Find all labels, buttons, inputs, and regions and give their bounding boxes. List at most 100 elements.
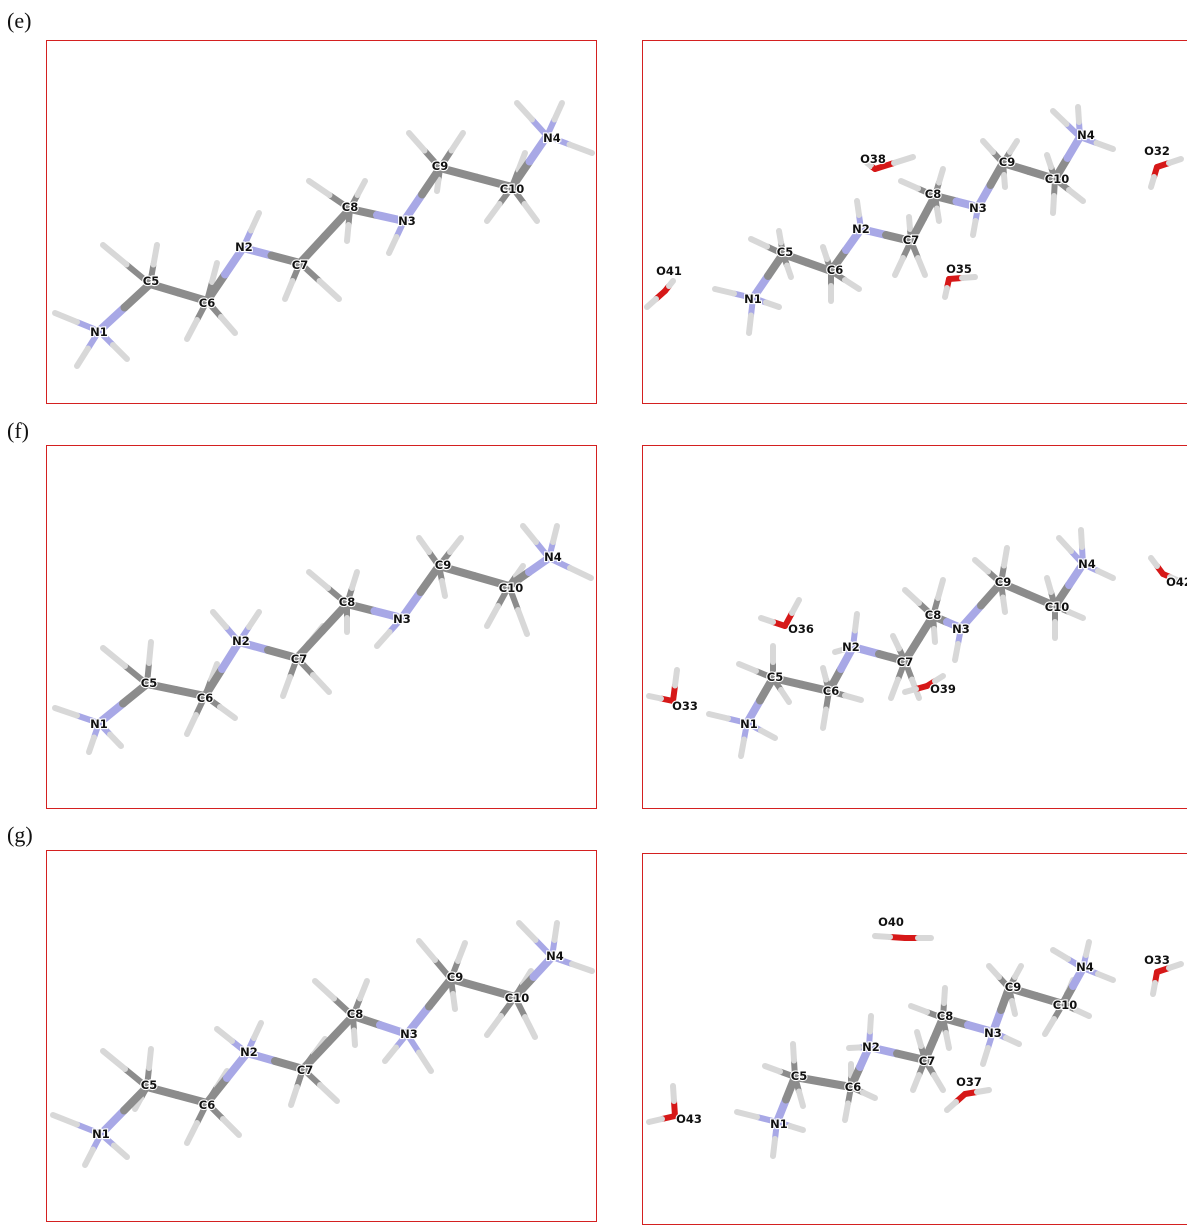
hydrogen-bond-stick <box>246 609 262 630</box>
backbone-bond <box>343 600 379 615</box>
hydrogen-bond-stick <box>551 920 560 943</box>
row-label-e: (e) <box>7 8 32 33</box>
hydrogen-bond-stick <box>100 242 130 268</box>
atom-label-n4: N4 <box>546 949 564 963</box>
atom-label-n3: N3 <box>398 214 416 228</box>
hydrogen-bond-stick <box>551 100 565 123</box>
hydrogen-bond-stick <box>282 278 296 302</box>
backbone-bond <box>529 953 556 981</box>
hydrogen-bond-stick <box>1007 138 1020 155</box>
hydrogen-bond-stick <box>288 1084 300 1108</box>
backbone-bond <box>764 250 787 280</box>
molecule-drawing: N1C5C6N2C7C8N3C9C10N4O33O36O39O42 <box>646 527 1187 759</box>
backbone-bond <box>875 650 909 665</box>
hydrogen-bond-stick <box>1093 140 1116 152</box>
hydrogen-bond-stick <box>513 563 526 579</box>
atom-label-c8: C8 <box>339 595 355 609</box>
atom-label-c9: C9 <box>1005 980 1021 994</box>
backbone-bond <box>769 674 805 689</box>
hydrogen-bond-stick <box>357 978 370 1002</box>
backbone-bond <box>203 1074 231 1107</box>
water-bond <box>974 1087 992 1095</box>
backbone-bond <box>201 665 226 700</box>
water-label-o33: O33 <box>672 699 698 713</box>
backbone-bond <box>782 1073 799 1104</box>
hydrogen-bond-stick <box>306 178 333 198</box>
atom-label-n2: N2 <box>240 1045 258 1059</box>
hydrogen-bond-stick <box>712 286 737 297</box>
backbone-bond <box>349 1012 384 1029</box>
hydrogen-bond-stick <box>515 150 528 173</box>
hydrogen-bond-stick <box>74 345 91 369</box>
backbone-bond <box>939 1014 972 1029</box>
hydrogen-bond-stick <box>1001 172 1008 190</box>
water-label-o32: O32 <box>1144 144 1170 158</box>
backbone-bond <box>235 638 272 654</box>
atom-label-c7: C7 <box>903 233 919 247</box>
hydrogen-bond-stick <box>914 1029 924 1049</box>
atom-label-n3: N3 <box>952 622 970 636</box>
hydrogen-bond-stick <box>416 535 432 555</box>
hydrogen-bond-stick <box>898 178 921 192</box>
hydrogen-bond-stick <box>484 1013 504 1038</box>
backbone-bond <box>977 579 1005 610</box>
backbone-bond <box>120 280 154 312</box>
hydrogen-bond-stick <box>569 961 595 974</box>
hydrogen-bond-stick <box>100 1048 128 1072</box>
water-bond <box>666 278 676 289</box>
atom-label-n3: N3 <box>400 1027 418 1041</box>
backbone-bond <box>797 680 833 695</box>
hydrogen-bond-stick <box>784 262 794 280</box>
hydrogen-bond-stick <box>908 1003 930 1015</box>
hydrogen-bond-stick <box>935 577 946 601</box>
water-bond <box>1166 156 1184 166</box>
hydrogen-bond-stick <box>514 100 535 123</box>
hydrogen-bond-stick <box>1044 152 1054 170</box>
backbone-bond <box>299 1038 332 1073</box>
backbone-bond <box>1051 154 1072 183</box>
hydrogen-bond-stick <box>820 706 829 731</box>
atom-label-c9: C9 <box>432 159 448 173</box>
backbone-bond <box>218 638 243 673</box>
backbone-bond <box>416 562 443 596</box>
atom-label-c6: C6 <box>827 263 843 277</box>
hydrogen-bond-stick <box>706 711 731 722</box>
hydrogen-bond-stick <box>986 963 1002 980</box>
hydrogen-bond-stick <box>325 585 350 607</box>
backbone-bond <box>264 646 301 662</box>
backbone-bond <box>418 164 444 199</box>
hydrogen-bond-stick <box>326 192 353 212</box>
hydrogen-bond-stick <box>1095 971 1116 983</box>
backbone-bond <box>825 665 845 695</box>
backbone-bond <box>1063 133 1084 162</box>
backbone-bond <box>882 231 915 245</box>
hydrogen-bond-stick <box>208 661 220 683</box>
row-label-f: (f) <box>7 418 29 443</box>
hydrogen-bond-stick <box>297 260 323 284</box>
hydrogen-bond-stick <box>1044 575 1054 595</box>
backbone-bond <box>243 1049 279 1065</box>
atom-label-c8: C8 <box>347 1007 363 1021</box>
backbone-bond <box>479 984 519 1001</box>
backbone-bond <box>95 699 127 727</box>
backbone-bond <box>425 975 455 1011</box>
hydrogen-bond-stick <box>447 535 464 555</box>
hydrogen-bond-stick <box>122 1066 150 1090</box>
hydrogen-bond-stick <box>758 727 778 741</box>
backbone-bond <box>173 1091 211 1107</box>
hydrogen-bond-stick <box>936 166 946 186</box>
hydrogen-bond-stick <box>110 342 130 362</box>
backbone-bond <box>119 680 151 708</box>
backbone-bond <box>749 272 772 302</box>
backbone-bond <box>436 164 480 182</box>
water-bond <box>758 615 776 625</box>
hydrogen-bond-stick <box>941 985 948 1006</box>
backbone-bond <box>964 1021 997 1036</box>
bond-layer <box>52 523 594 755</box>
atom-label-n4: N4 <box>1076 960 1094 974</box>
hydrogen-bond-stick <box>52 705 80 719</box>
